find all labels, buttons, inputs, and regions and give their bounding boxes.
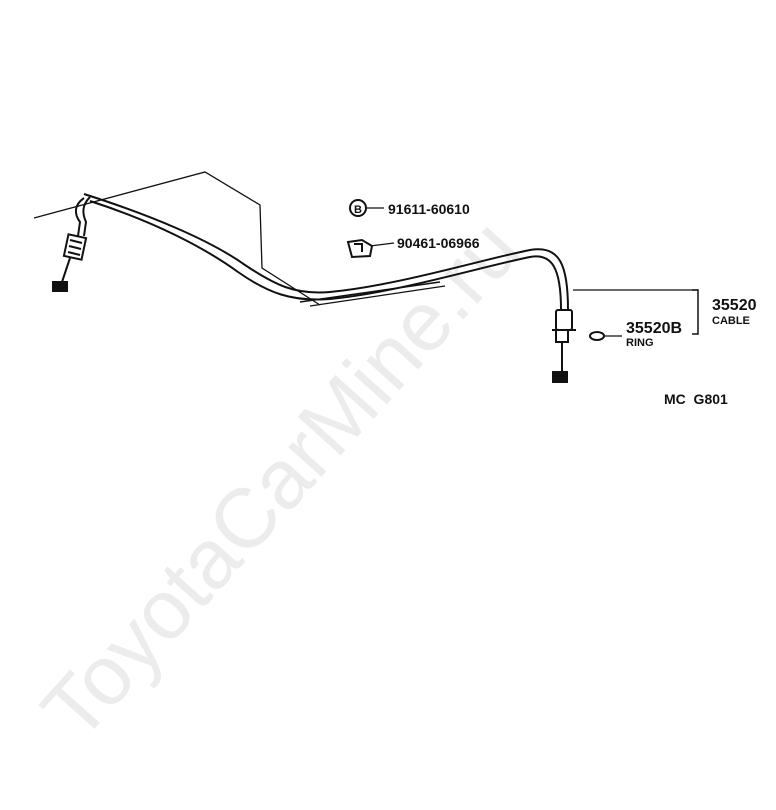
bolt-part-number: 91611-60610 — [388, 201, 470, 217]
cable-part-number: 35520 — [712, 297, 757, 314]
part-group-bracket — [692, 289, 699, 335]
cable-part-name: CABLE — [712, 315, 750, 327]
bolt-symbol-circle — [349, 199, 367, 217]
ring-part-number: 35520B — [626, 320, 682, 337]
clip-part-number: 90461-06966 — [397, 235, 480, 251]
ring-icon — [589, 331, 605, 341]
right-cable-end — [552, 309, 576, 383]
leader-lines — [33, 171, 698, 337]
ring-part-name: RING — [626, 337, 654, 349]
left-cable-end — [52, 196, 91, 292]
bolt-symbol-letter: B — [354, 204, 362, 216]
clip-icon — [346, 238, 374, 259]
cable-body — [83, 193, 569, 311]
figure-code: MC G801 — [664, 391, 728, 407]
